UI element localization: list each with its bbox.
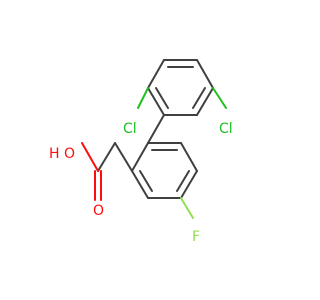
bond <box>147 59 165 89</box>
bond <box>196 87 214 116</box>
bond <box>196 59 214 89</box>
carbonyl-oxygen-label: O <box>93 203 104 219</box>
bond-c-cl-left <box>137 87 149 109</box>
bond-c-oh <box>81 142 99 172</box>
bond <box>131 170 149 199</box>
fluorine-label: F <box>192 229 200 245</box>
chlorine-label-left: Cl <box>123 121 137 137</box>
bond-inner-double <box>155 87 169 109</box>
bond <box>147 87 165 116</box>
bond-ring-ch2 <box>114 142 133 172</box>
hydroxyl-h-label: H <box>49 146 60 162</box>
lower-ring <box>131 142 198 199</box>
molecule-structure-diagram: Cl Cl H O O F <box>49 59 233 245</box>
bond-ch2-cooh <box>97 142 116 172</box>
bond-c-cl-right <box>212 87 227 109</box>
bond-inner-double <box>139 170 153 192</box>
bond <box>180 170 198 199</box>
chlorine-label-right: Cl <box>219 121 233 137</box>
bond-c-f <box>180 197 194 219</box>
upper-ring <box>147 59 214 116</box>
bond-biaryl <box>147 114 165 144</box>
bond <box>131 142 149 172</box>
bond <box>180 142 198 172</box>
hydroxyl-oxygen-label: O <box>64 146 75 162</box>
bond-inner-double <box>192 87 206 109</box>
bond-inner-double <box>176 170 190 192</box>
